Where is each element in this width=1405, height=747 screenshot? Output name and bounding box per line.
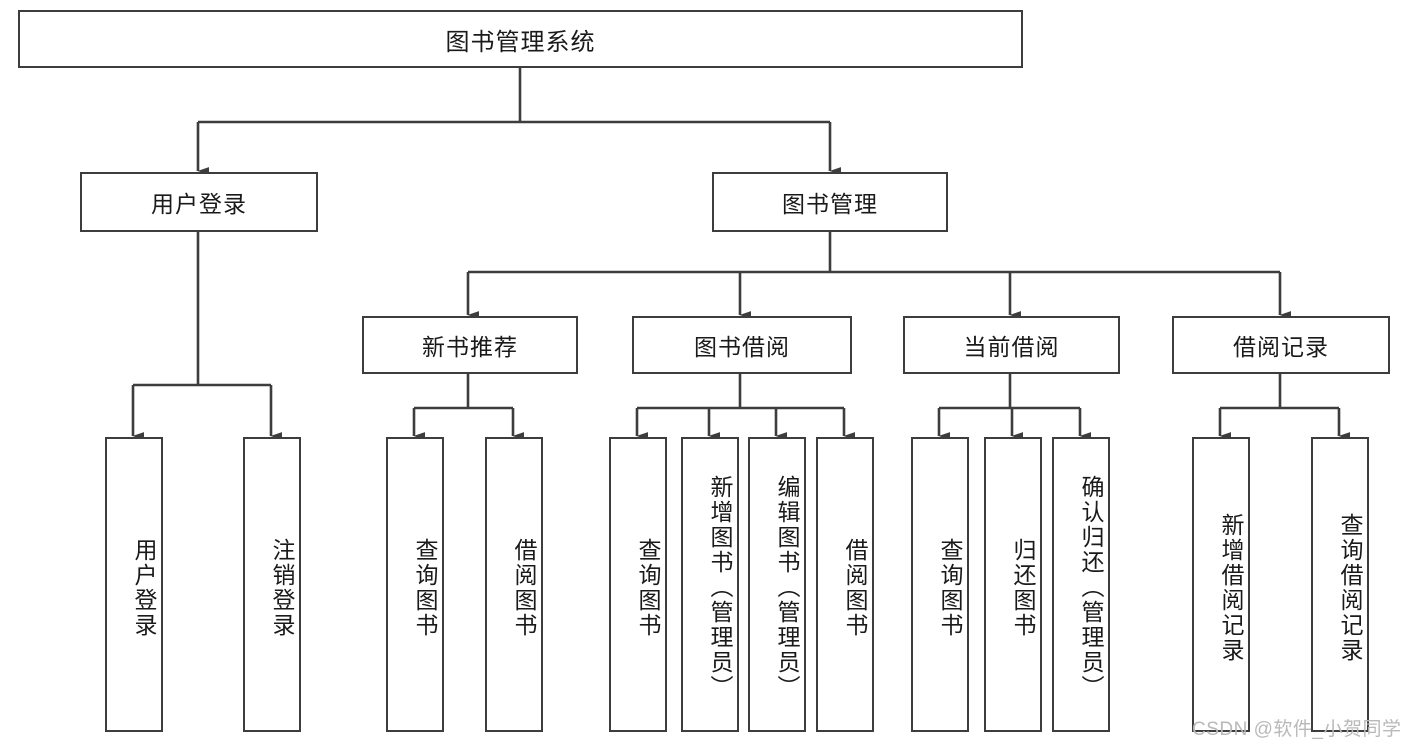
leaf-node-2-label: 查询图书 (412, 537, 438, 638)
leaf-node-6[interactable]: 编辑图书（管理员） (748, 437, 806, 732)
node-tier3-0-label: 新书推荐 (422, 334, 518, 360)
leaf-node-8[interactable]: 查询图书 (911, 437, 969, 732)
leaf-node-5[interactable]: 新增图书（管理员） (681, 437, 739, 732)
node-tier2-0-label: 用户登录 (151, 191, 247, 217)
leaf-node-11-label: 新增借阅记录 (1218, 512, 1244, 663)
leaf-node-2[interactable]: 查询图书 (386, 437, 444, 732)
leaf-node-4[interactable]: 查询图书 (609, 437, 667, 732)
node-tier3-3-label: 借阅记录 (1233, 334, 1329, 360)
leaf-node-5-label: 新增图书（管理员） (707, 475, 733, 700)
node-tier2-1-label: 图书管理 (782, 191, 878, 217)
leaf-node-12-label: 查询借阅记录 (1337, 512, 1363, 663)
leaf-node-4-label: 查询图书 (635, 537, 661, 638)
leaf-node-10[interactable]: 确认归还（管理员） (1052, 437, 1110, 732)
leaf-node-0-label: 用户登录 (131, 537, 157, 638)
leaf-node-3-label: 借阅图书 (511, 537, 537, 638)
leaf-node-11[interactable]: 新增借阅记录 (1192, 437, 1250, 732)
leaf-node-1-label: 注销登录 (269, 537, 295, 638)
leaf-node-3[interactable]: 借阅图书 (485, 437, 543, 732)
node-tier3-0[interactable]: 新书推荐 (362, 316, 578, 374)
leaf-node-7[interactable]: 借阅图书 (816, 437, 874, 732)
leaf-node-12[interactable]: 查询借阅记录 (1311, 437, 1369, 732)
leaf-node-10-label: 确认归还（管理员） (1078, 475, 1104, 700)
node-tier3-1[interactable]: 图书借阅 (632, 316, 852, 374)
leaf-node-9-label: 归还图书 (1010, 537, 1036, 638)
leaf-node-0[interactable]: 用户登录 (105, 437, 163, 732)
csdn-watermark: CSDN @软件_小贺同学 (1192, 719, 1402, 740)
node-tier2-1[interactable]: 图书管理 (712, 172, 948, 232)
node-tier3-1-label: 图书借阅 (694, 334, 790, 360)
node-root[interactable]: 图书管理系统 (18, 10, 1023, 68)
leaf-node-8-label: 查询图书 (937, 537, 963, 638)
node-tier3-2[interactable]: 当前借阅 (903, 316, 1120, 374)
node-tier2-0[interactable]: 用户登录 (80, 172, 318, 232)
edge-paths (131, 68, 1350, 440)
leaf-node-1[interactable]: 注销登录 (243, 437, 301, 732)
node-tier3-2-label: 当前借阅 (963, 334, 1060, 360)
leaf-node-9[interactable]: 归还图书 (984, 437, 1042, 732)
node-tier3-3[interactable]: 借阅记录 (1172, 316, 1390, 374)
leaf-node-6-label: 编辑图书（管理员） (774, 475, 800, 700)
node-root-label: 图书管理系统 (445, 28, 596, 56)
leaf-node-7-label: 借阅图书 (842, 537, 868, 638)
